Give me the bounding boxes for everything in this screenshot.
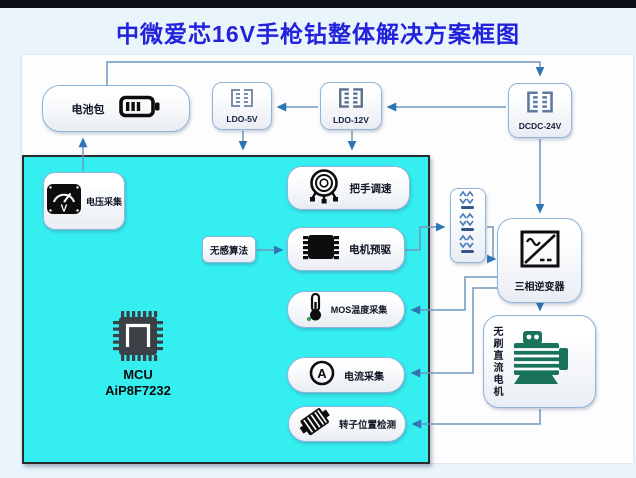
sensorless-algo-block: 无感算法 — [202, 236, 256, 263]
handle-speed-block: 把手调速 — [287, 166, 410, 210]
motor-block: 无刷直流电机 — [483, 315, 596, 408]
svg-text:A: A — [317, 366, 327, 381]
motor-predrive-label: 电机预驱 — [349, 243, 391, 256]
regulator-icon — [337, 87, 365, 114]
current-sense-block: A 电流采集 — [287, 357, 405, 393]
inverter-block: 三相逆变器 — [497, 218, 582, 303]
svg-text:V: V — [61, 203, 68, 214]
mcu-block: MCU AiP8F7232 — [93, 310, 183, 399]
battery-pack-label: 电池包 — [71, 103, 105, 116]
rotor-sensor-icon — [298, 407, 332, 442]
ammeter-icon: A — [308, 359, 336, 392]
mos-temp-sense-block: MOS温度采集 — [287, 291, 405, 328]
mosfet-bridge-block — [450, 188, 486, 263]
title-bar: 中微爱芯16V手枪钻整体解决方案框图 — [0, 8, 636, 55]
motor-icon — [508, 330, 574, 393]
regulator-icon — [525, 90, 555, 119]
mcu-chip-icon — [112, 311, 164, 366]
ldo-12v-label: LDO-12V — [333, 115, 369, 125]
potentiometer-icon — [306, 168, 342, 209]
mosfet-bridge-icon — [455, 190, 481, 261]
motor-label: 无刷直流电机 — [491, 325, 502, 398]
current-sense-label: 电流采集 — [344, 371, 384, 383]
handle-speed-label: 把手调速 — [349, 182, 392, 195]
dcdc-24v-label: DCDC-24V — [518, 121, 562, 131]
mos-temp-sense-label: MOS温度采集 — [330, 305, 388, 315]
thermometer-icon — [305, 292, 325, 327]
motor-predrive-block: 电机预驱 — [287, 227, 405, 271]
battery-pack-block: 电池包 — [42, 85, 190, 132]
inverter-label: 三相逆变器 — [514, 281, 565, 293]
mcu-part-number: AiP8F7232 — [105, 383, 171, 398]
sensorless-algo-label: 无感算法 — [209, 245, 248, 257]
ldo-5v-block: LDO-5V — [212, 82, 272, 130]
rotor-position-block: 转子位置检测 — [288, 406, 406, 442]
voltmeter-icon: V — [46, 183, 82, 220]
top-bar — [0, 0, 636, 8]
mcu-title: MCU — [123, 367, 153, 382]
voltage-sense-block: V 电压采集 — [43, 172, 125, 230]
regulator-icon — [229, 88, 255, 113]
ic-chip-icon — [301, 231, 341, 268]
dcdc-24v-block: DCDC-24V — [508, 83, 572, 138]
inverter-icon — [519, 229, 561, 274]
battery-icon — [118, 95, 161, 123]
ldo-12v-block: LDO-12V — [320, 82, 382, 130]
ldo-5v-label: LDO-5V — [226, 114, 258, 124]
voltage-sense-label: 电压采集 — [86, 196, 123, 207]
rotor-position-label: 转子位置检测 — [338, 420, 396, 431]
page-title: 中微爱芯16V手枪钻整体解决方案框图 — [116, 20, 520, 47]
